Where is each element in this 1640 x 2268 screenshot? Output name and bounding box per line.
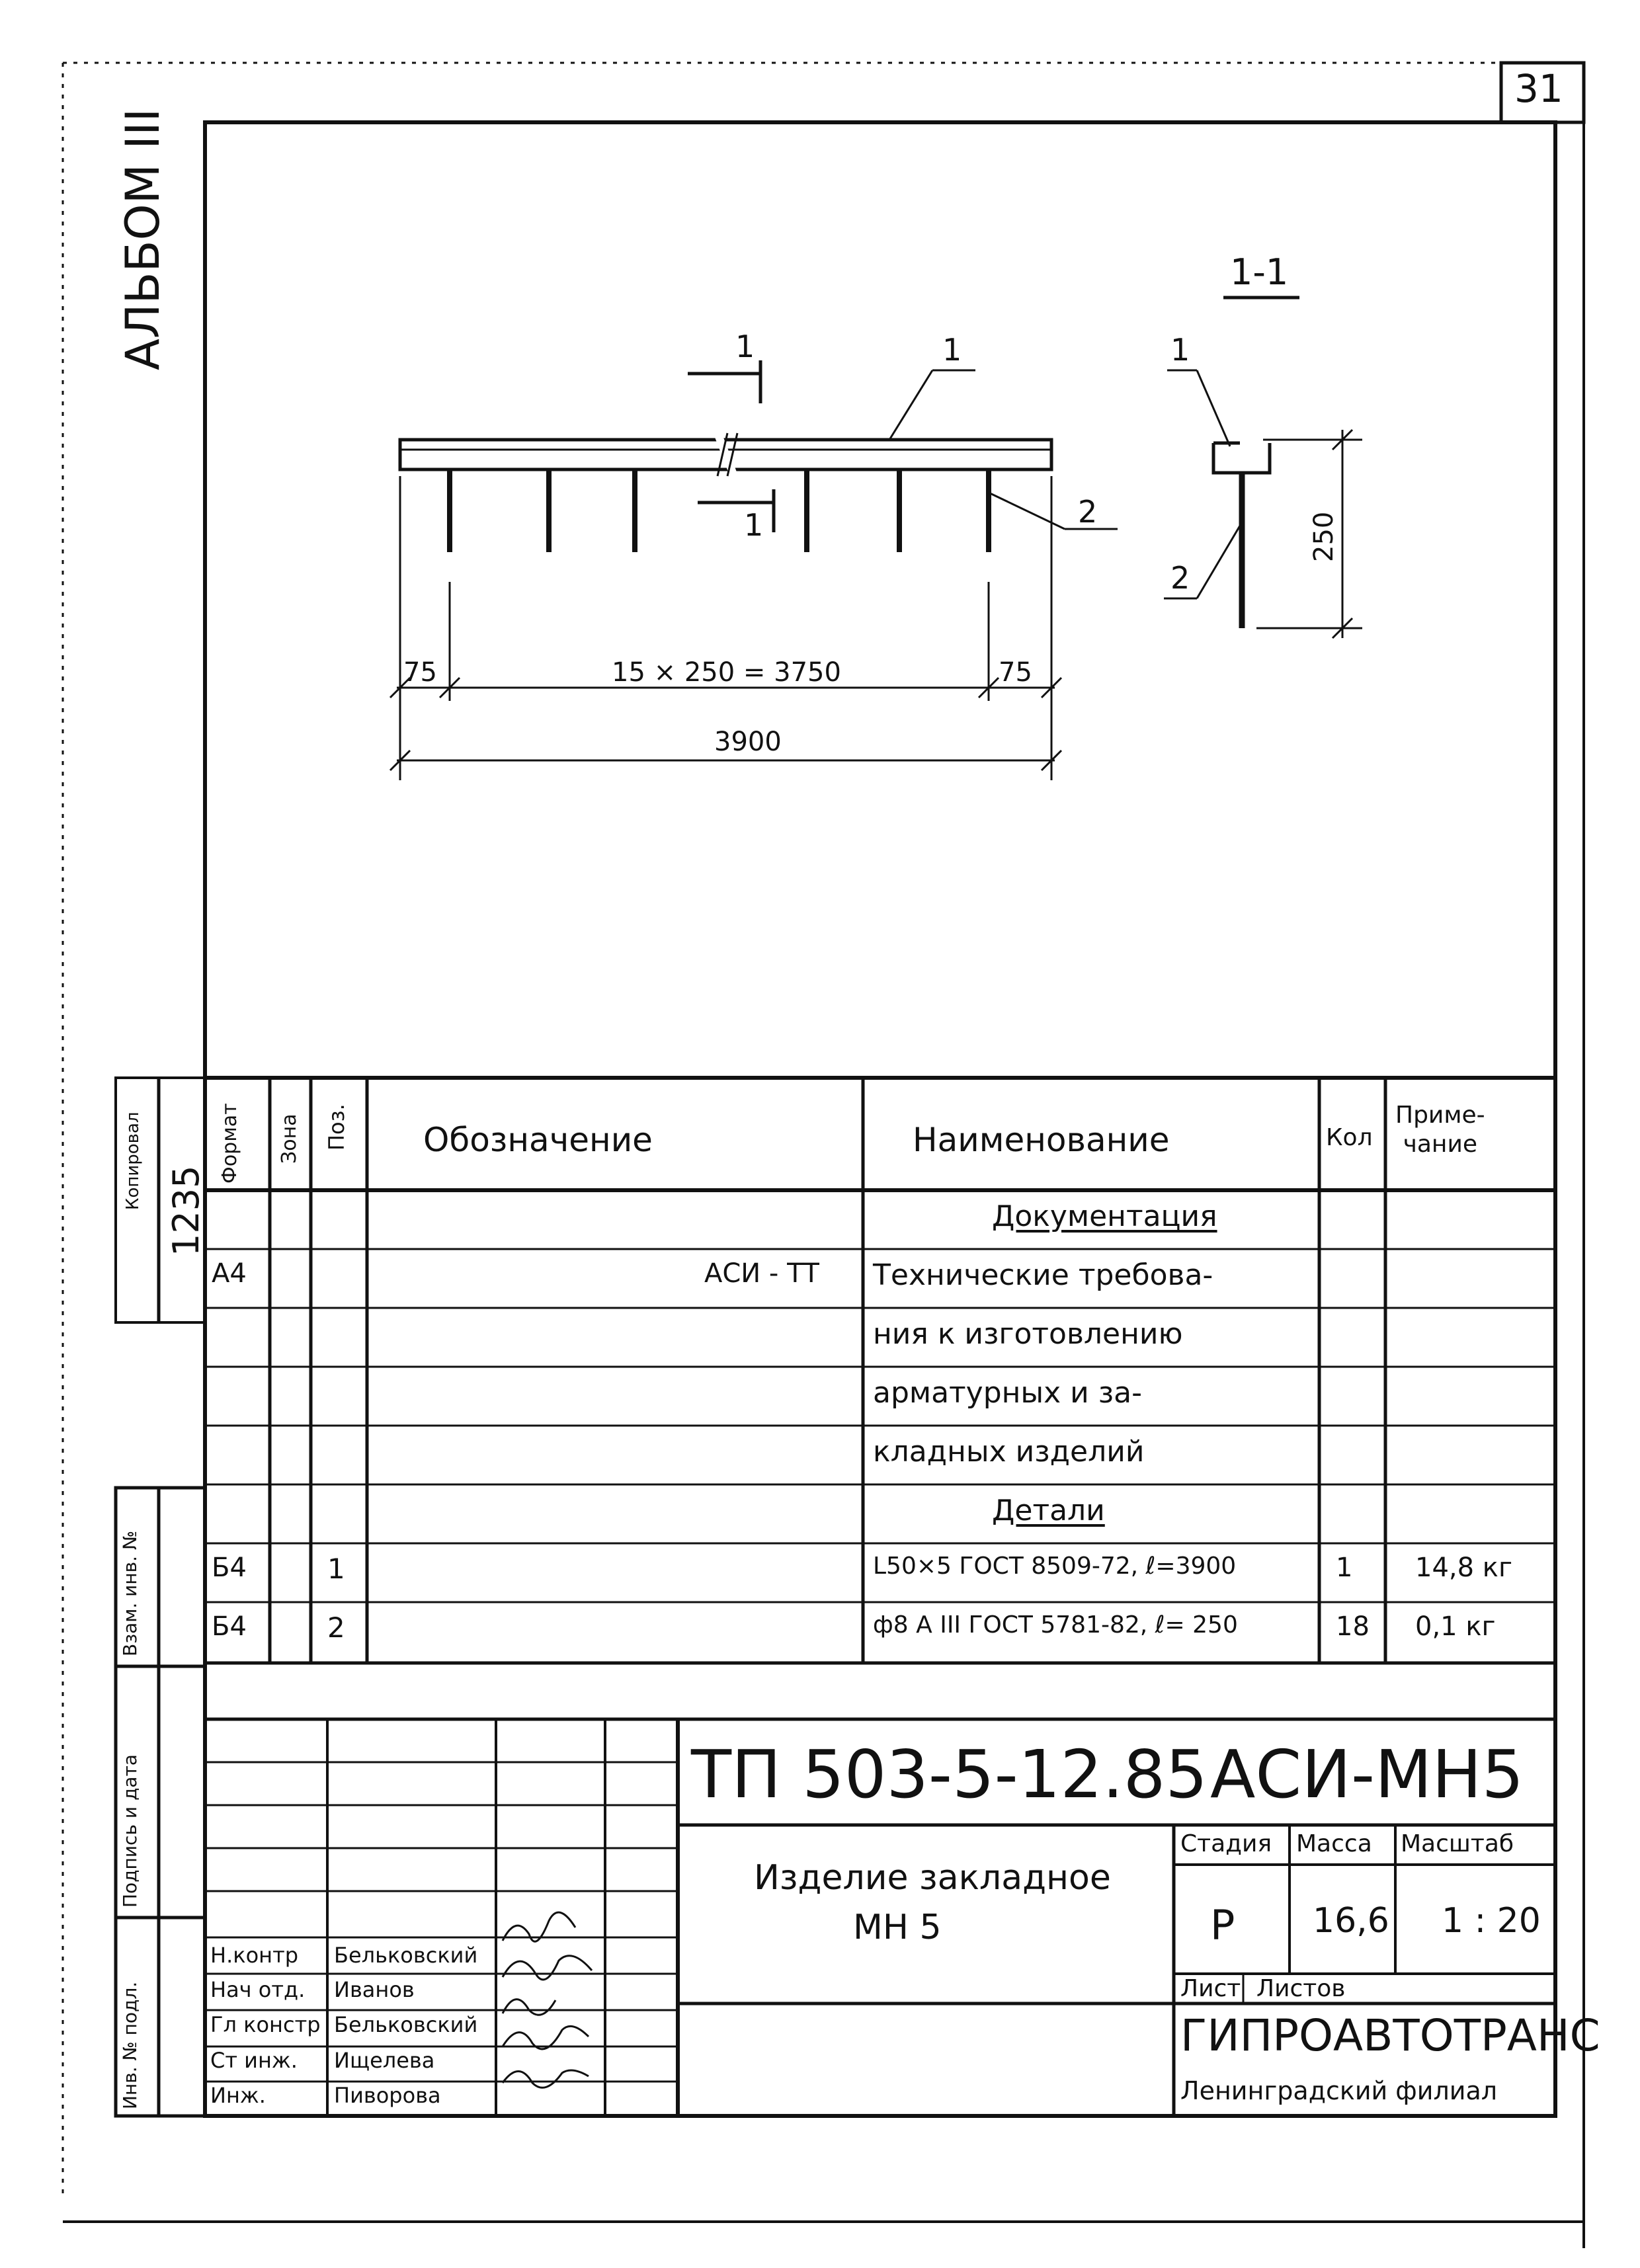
header-designation: Обозначение — [423, 1121, 653, 1159]
spec-pos: 1 — [327, 1553, 345, 1585]
item-name-line1: Изделие закладное — [754, 1858, 1111, 1898]
dim-right-label: 75 — [999, 657, 1032, 688]
signature-role: Инж. — [210, 2083, 266, 2108]
section-callout-1-label: 1 — [1170, 332, 1190, 368]
inv-replace-label: Взам. инв. № — [119, 1530, 141, 1656]
spec-name: L50×5 ГОСТ 8509-72, ℓ=3900 — [873, 1553, 1237, 1580]
org-name: ГИПРОАВТОТРАНС — [1180, 2010, 1600, 2061]
spec-name: ф8 А III ГОСТ 5781-82, ℓ= 250 — [873, 1611, 1238, 1639]
scale-value: 1 : 20 — [1442, 1901, 1541, 1941]
signature-name: Бельковский — [334, 1943, 478, 1968]
project-code: ТП 503-5-12.85 — [691, 1736, 1208, 1813]
signature-mark — [501, 1955, 593, 1981]
mass-label: Масса — [1296, 1830, 1372, 1857]
spec-name: Технические требова- — [873, 1258, 1213, 1292]
elevation-view — [389, 360, 1118, 780]
dim-middle-label: 15 × 250 = 3750 — [612, 657, 841, 688]
section-mark-top-label: 1 — [735, 329, 755, 364]
stage-value: Р — [1210, 1901, 1235, 1949]
spec-name: Документация — [992, 1199, 1217, 1233]
anchor-bars — [447, 469, 991, 552]
signature-role: Ст инж. — [210, 2048, 298, 2073]
signature-role: Нач отд. — [210, 1977, 306, 2002]
mass-value: 16,6 — [1313, 1901, 1389, 1941]
inv-orig-label: Инв. № подл. — [119, 1981, 141, 2109]
header-name: Наименование — [913, 1121, 1170, 1159]
sign-date-label: Подпись и дата — [119, 1754, 141, 1908]
header-note: Приме- чание — [1395, 1102, 1485, 1158]
copied-stamp: Копировал — [123, 1112, 143, 1210]
header-zone: Зона — [278, 1114, 301, 1164]
callout-1-label: 1 — [942, 332, 962, 368]
spec-name: кладных изделий — [873, 1435, 1145, 1469]
section-mark-bottom-label: 1 — [744, 507, 763, 543]
header-pos: Поз. — [324, 1104, 349, 1151]
sheet-label: Лист — [1180, 1975, 1241, 2002]
signature-mark — [501, 2025, 590, 2050]
spec-format: А4 — [212, 1258, 247, 1289]
signature-name: Бельковский — [334, 2012, 478, 2037]
inventory-number: 1235 — [165, 1165, 207, 1256]
section-dim-height-label: 250 — [1309, 512, 1339, 562]
section-title: 1-1 — [1230, 251, 1288, 293]
signature-name: Ищелева — [334, 2048, 435, 2073]
spec-qty: 18 — [1336, 1611, 1370, 1642]
spec-format: Б4 — [212, 1553, 247, 1583]
signature-mark — [501, 1998, 557, 2016]
signature-name: Пиворова — [334, 2083, 441, 2108]
signature-mark — [501, 1911, 577, 1943]
sheets-label: Листов — [1256, 1975, 1346, 2002]
dim-left-label: 75 — [403, 657, 437, 688]
scale-label: Масштаб — [1401, 1830, 1514, 1857]
spec-pos: 2 — [327, 1611, 345, 1644]
album-label: АЛЬБОМ III — [116, 108, 170, 370]
spec-note: 0,1 кг — [1415, 1611, 1496, 1642]
item-name-line2: МН 5 — [853, 1908, 942, 1947]
doc-code: АСИ-МН5 — [1210, 1736, 1524, 1813]
spec-note: 14,8 кг — [1415, 1553, 1512, 1583]
org-branch: Ленинградский филиал — [1180, 2076, 1498, 2105]
header-qty: Кол — [1326, 1124, 1373, 1151]
signature-role: Н.контр — [210, 1943, 299, 1968]
callout-2-label: 2 — [1078, 494, 1097, 530]
header-format: Формат — [218, 1103, 241, 1184]
spec-qty: 1 — [1336, 1553, 1353, 1583]
signature-mark — [501, 2069, 589, 2089]
dim-total-label: 3900 — [714, 727, 782, 757]
signature-name: Иванов — [334, 1977, 415, 2002]
section-view — [1164, 296, 1362, 639]
spec-designation: АСИ - ТТ — [704, 1258, 819, 1289]
sheet-number: 31 — [1514, 66, 1563, 111]
spec-name: арматурных и за- — [873, 1376, 1142, 1410]
signature-role: Гл констр — [210, 2012, 321, 2037]
spec-name: Детали — [992, 1494, 1105, 1527]
section-callout-2-label: 2 — [1170, 560, 1190, 596]
signatures — [501, 1911, 593, 2089]
stage-label: Стадия — [1180, 1830, 1272, 1857]
spec-name: ния к изготовлению — [873, 1317, 1183, 1351]
spec-format: Б4 — [212, 1611, 247, 1642]
